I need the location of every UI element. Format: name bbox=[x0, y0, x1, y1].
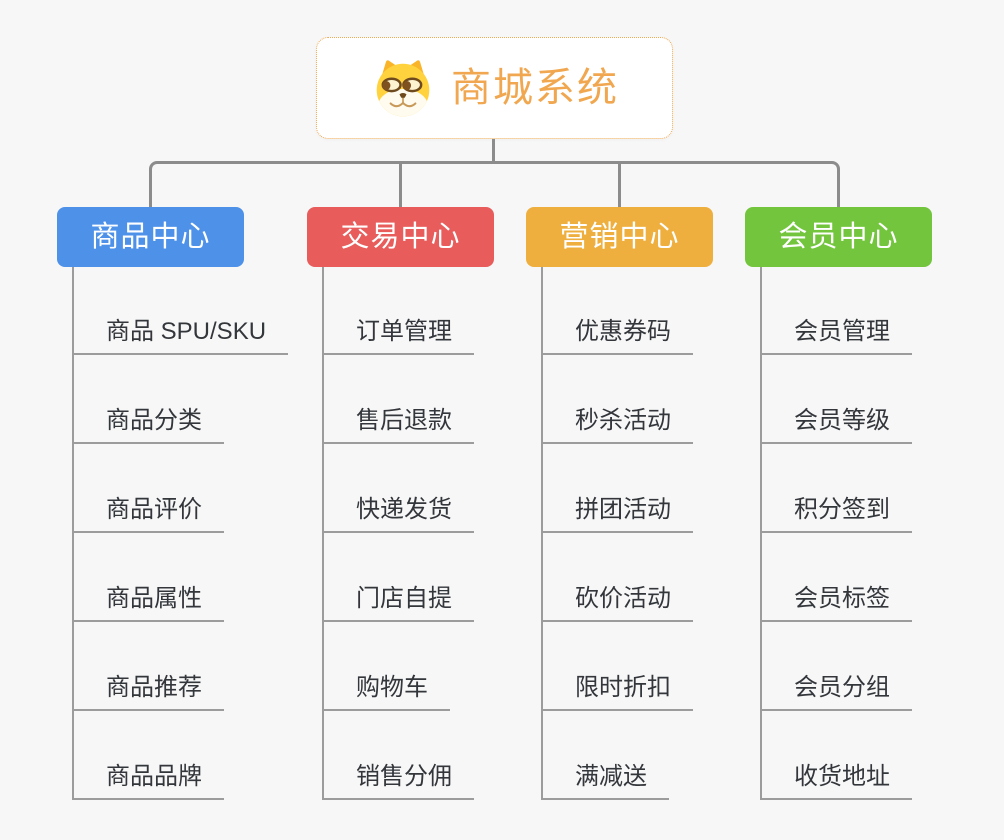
leaf-node[interactable]: 快递发货 bbox=[323, 493, 474, 533]
branch-label: 营销中心 bbox=[559, 220, 680, 253]
branch-trunk-line bbox=[541, 267, 543, 800]
leaf-node[interactable]: 会员等级 bbox=[761, 404, 912, 444]
leaf-node[interactable]: 订单管理 bbox=[323, 315, 474, 355]
branch-trunk-line bbox=[72, 267, 74, 800]
root-stem-line bbox=[492, 139, 495, 163]
branch-node-0[interactable]: 商品中心 bbox=[57, 207, 244, 267]
leaf-node[interactable]: 积分签到 bbox=[761, 493, 912, 533]
leaf-node[interactable]: 限时折扣 bbox=[542, 671, 693, 711]
dog-icon bbox=[370, 57, 436, 119]
leaf-node[interactable]: 商品属性 bbox=[73, 582, 224, 622]
leaf-node[interactable]: 商品推荐 bbox=[73, 671, 224, 711]
branch-node-2[interactable]: 营销中心 bbox=[526, 207, 713, 267]
branch-label: 商品中心 bbox=[90, 220, 211, 253]
leaf-node[interactable]: 优惠券码 bbox=[542, 315, 693, 355]
leaf-node[interactable]: 商品品牌 bbox=[73, 760, 224, 800]
root-node[interactable]: 商城系统 bbox=[316, 37, 673, 139]
leaf-node[interactable]: 秒杀活动 bbox=[542, 404, 693, 444]
branch-node-1[interactable]: 交易中心 bbox=[307, 207, 494, 267]
leaf-node[interactable]: 销售分佣 bbox=[323, 760, 474, 800]
leaf-node[interactable]: 门店自提 bbox=[323, 582, 474, 622]
drop-line bbox=[399, 162, 402, 207]
leaf-node[interactable]: 购物车 bbox=[323, 671, 450, 711]
branch-trunk-line bbox=[760, 267, 762, 800]
leaf-node[interactable]: 收货地址 bbox=[761, 760, 912, 800]
branch-label: 会员中心 bbox=[778, 220, 899, 253]
connector-bus-line bbox=[149, 161, 840, 207]
branch-label: 交易中心 bbox=[340, 220, 461, 253]
leaf-node[interactable]: 会员标签 bbox=[761, 582, 912, 622]
leaf-node[interactable]: 商品评价 bbox=[73, 493, 224, 533]
leaf-node[interactable]: 拼团活动 bbox=[542, 493, 693, 533]
drop-line bbox=[618, 162, 621, 207]
leaf-node[interactable]: 会员管理 bbox=[761, 315, 912, 355]
leaf-node[interactable]: 满减送 bbox=[542, 760, 669, 800]
leaf-node[interactable]: 商品分类 bbox=[73, 404, 224, 444]
branch-trunk-line bbox=[322, 267, 324, 800]
branch-node-3[interactable]: 会员中心 bbox=[745, 207, 932, 267]
leaf-node[interactable]: 砍价活动 bbox=[542, 582, 693, 622]
root-title: 商城系统 bbox=[451, 66, 619, 110]
leaf-node[interactable]: 售后退款 bbox=[323, 404, 474, 444]
leaf-node[interactable]: 会员分组 bbox=[761, 671, 912, 711]
leaf-node[interactable]: 商品 SPU/SKU bbox=[73, 315, 289, 355]
